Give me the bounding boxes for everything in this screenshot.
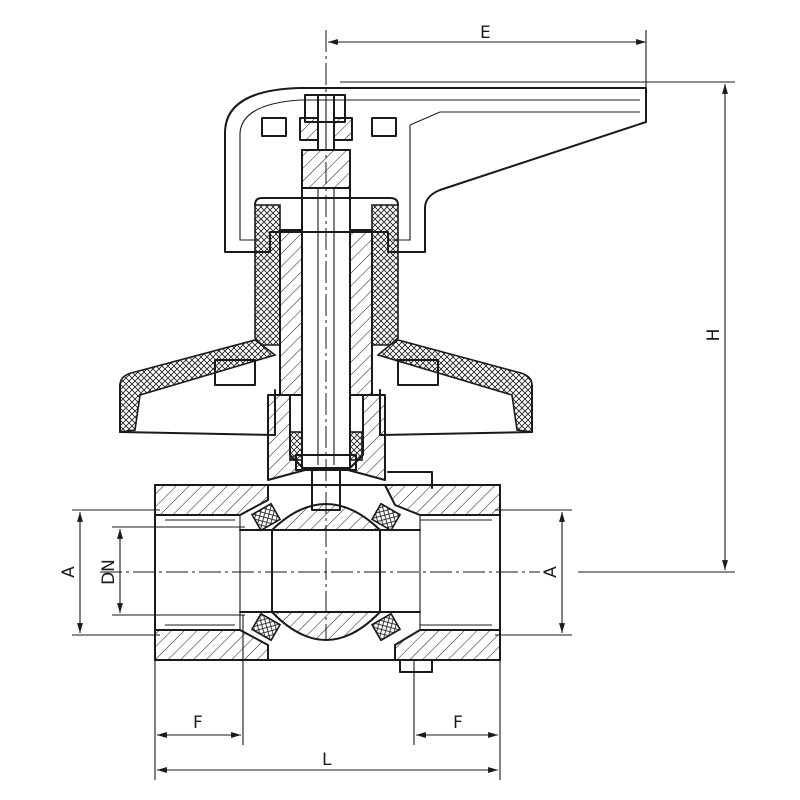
ball <box>271 503 381 641</box>
dim-label-h: H <box>704 329 724 342</box>
dim-label-f-left: F <box>193 713 203 733</box>
dim-label-f-right: F <box>453 713 463 733</box>
dim-label-a-right: A <box>541 566 561 578</box>
dim-label-a-left: A <box>59 566 79 578</box>
dim-label-l: L <box>322 750 332 770</box>
dim-label-dn: DN <box>99 559 119 585</box>
lever-handle <box>224 87 647 253</box>
seats <box>250 502 402 642</box>
dim-label-e: E <box>480 23 491 43</box>
dimension-lines <box>72 30 735 780</box>
centerlines <box>100 30 540 640</box>
valve-body <box>154 471 501 673</box>
body-neck <box>267 394 386 481</box>
